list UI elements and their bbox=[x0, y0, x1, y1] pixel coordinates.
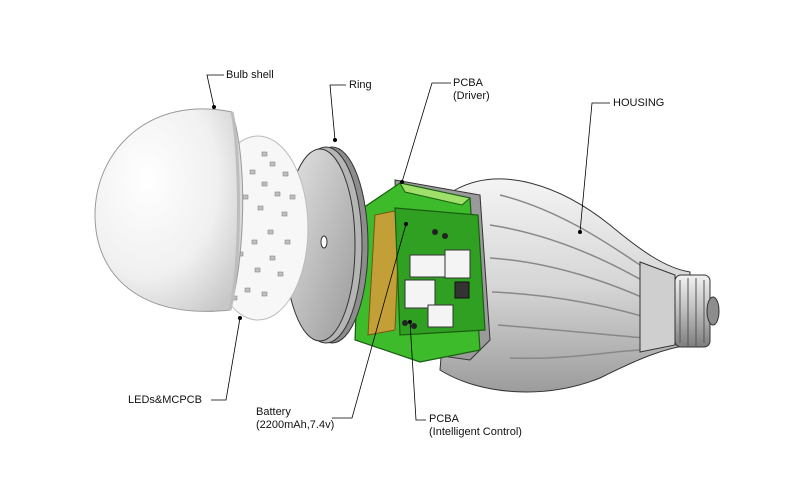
battery bbox=[367, 209, 401, 336]
screw-cap bbox=[674, 274, 720, 348]
label-pcba-driver: PCBA (Driver) bbox=[453, 77, 490, 103]
leader-pcba-driver bbox=[401, 82, 451, 183]
label-pcba-driver-line2: (Driver) bbox=[453, 90, 490, 102]
leader-battery bbox=[332, 223, 407, 419]
leader-bulb-shell bbox=[206, 74, 224, 108]
housing bbox=[439, 178, 691, 393]
leader-dots bbox=[212, 105, 582, 324]
label-battery-line1: Battery bbox=[256, 406, 291, 418]
label-battery-line2: (2200mAh,7.4v) bbox=[256, 419, 335, 431]
label-pcba-control: PCBA (Intelligent Control) bbox=[429, 413, 522, 439]
label-bulb-shell: Bulb shell bbox=[226, 69, 274, 82]
pcba-control-board bbox=[394, 207, 486, 336]
label-housing: HOUSING bbox=[613, 97, 664, 110]
leader-lines bbox=[206, 74, 610, 421]
leader-leds bbox=[211, 317, 241, 401]
leader-ring bbox=[329, 84, 346, 141]
label-pcba-control-line2: (Intelligent Control) bbox=[429, 426, 522, 438]
label-leds-mcpcb-text: LEDs&MCPCB bbox=[128, 394, 202, 406]
label-bulb-shell-text: Bulb shell bbox=[226, 69, 274, 81]
label-pcba-control-line1: PCBA bbox=[429, 413, 459, 425]
label-leds-mcpcb: LEDs&MCPCB bbox=[128, 394, 202, 407]
label-ring-text: Ring bbox=[349, 79, 372, 91]
bulb-shell bbox=[94, 108, 244, 312]
leader-housing bbox=[579, 102, 610, 233]
label-housing-text: HOUSING bbox=[613, 97, 665, 109]
label-pcba-driver-line1: PCBA bbox=[453, 77, 483, 89]
leader-pcba-control bbox=[409, 321, 426, 421]
ring-disc bbox=[284, 146, 369, 344]
label-ring: Ring bbox=[349, 79, 372, 92]
label-battery: Battery (2200mAh,7.4v) bbox=[256, 406, 334, 432]
